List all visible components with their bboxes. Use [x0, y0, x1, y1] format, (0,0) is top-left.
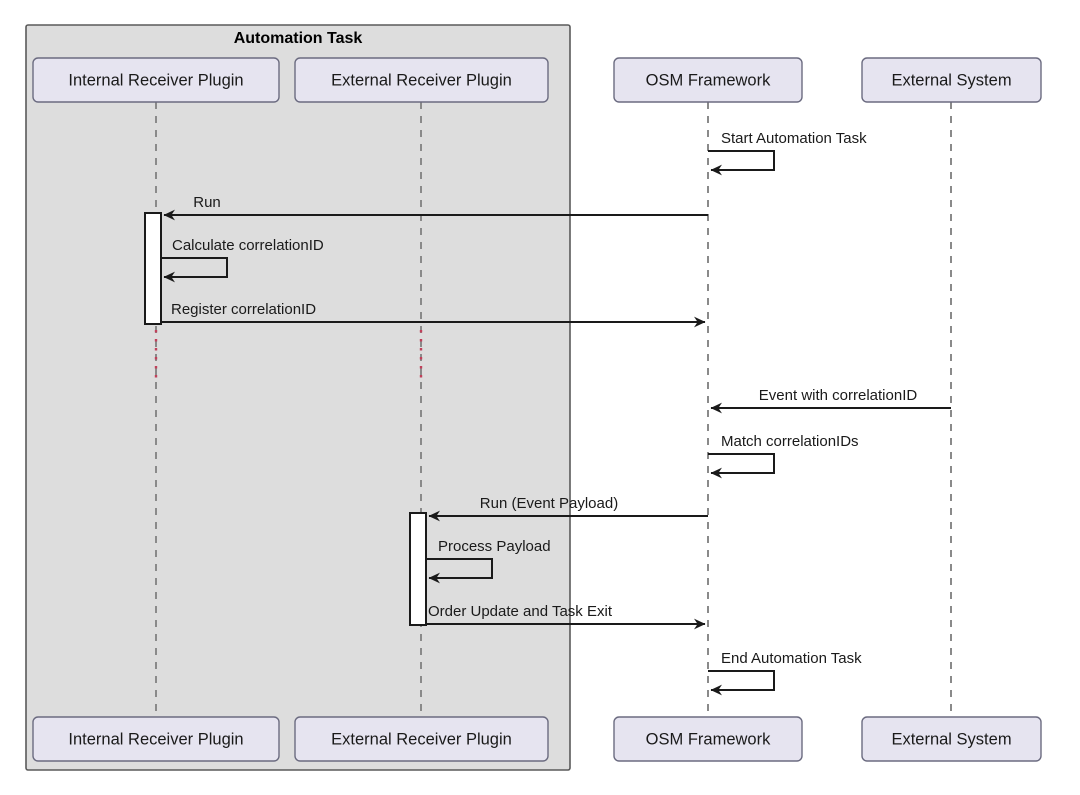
participant-box: [294, 716, 549, 762]
participant-header-osm-framework[interactable]: OSM Framework: [613, 57, 803, 103]
msg-order-update-and-task-exit[interactable]: Order Update and Task Exit: [426, 603, 706, 630]
participant-footer-osm-framework[interactable]: OSM Framework: [613, 716, 803, 762]
msg-process-payload[interactable]: Process Payload: [426, 538, 551, 584]
msg-start-automation-task-path: [708, 150, 775, 176]
participant-footer-internal-receiver-plugin[interactable]: Internal Receiver Plugin: [32, 716, 280, 762]
group-frame-automation-task: Automation Task: [25, 24, 571, 771]
participant-box: [613, 57, 803, 103]
msg-match-correlationids-label: Match correlationIDs: [721, 433, 859, 450]
msg-match-correlationids-path: [708, 453, 775, 479]
participant-label-osm-framework: OSM Framework: [646, 730, 771, 748]
participant-label-internal-receiver-plugin: Internal Receiver Plugin: [68, 730, 243, 748]
participant-box: [861, 57, 1042, 103]
msg-start-automation-task[interactable]: Start Automation Task: [708, 130, 867, 176]
participant-label-internal-receiver-plugin: Internal Receiver Plugin: [68, 71, 243, 89]
activation-internal: [144, 212, 162, 325]
msg-run-event-payload-label: Run (Event Payload): [480, 495, 618, 512]
participant-header-external-system[interactable]: External System: [861, 57, 1042, 103]
msg-event-with-correlationid-label: Event with correlationID: [759, 387, 918, 404]
participant-label-external-receiver-plugin: External Receiver Plugin: [331, 71, 512, 89]
participant-label-external-system: External System: [891, 71, 1011, 89]
msg-process-payload-path: [426, 558, 493, 584]
participant-label-external-receiver-plugin: External Receiver Plugin: [331, 730, 512, 748]
participant-header-external-receiver-plugin[interactable]: External Receiver Plugin: [294, 57, 549, 103]
participant-box: [32, 716, 280, 762]
msg-calculate-correlationid-path: [161, 257, 228, 283]
msg-match-correlationids[interactable]: Match correlationIDs: [708, 433, 859, 479]
participant-label-external-system: External System: [891, 730, 1011, 748]
msg-run[interactable]: Run: [163, 194, 708, 221]
msg-register-correlationid[interactable]: Register correlationID: [161, 301, 706, 328]
msg-order-update-and-task-exit-label: Order Update and Task Exit: [428, 603, 613, 620]
msg-start-automation-task-label: Start Automation Task: [721, 130, 867, 147]
participant-box: [32, 57, 280, 103]
msg-run-label: Run: [193, 194, 221, 211]
activation-external: [409, 512, 427, 626]
activation-bars-layer: [144, 212, 427, 626]
participant-box: [613, 716, 803, 762]
msg-process-payload-label: Process Payload: [438, 538, 551, 555]
participant-label-osm-framework: OSM Framework: [646, 71, 771, 89]
group-frame-title: Automation Task: [234, 30, 363, 47]
participant-footer-external-system[interactable]: External System: [861, 716, 1042, 762]
msg-run-event-payload[interactable]: Run (Event Payload): [428, 495, 708, 522]
msg-register-correlationid-label: Register correlationID: [171, 301, 316, 318]
msg-calculate-correlationid-label: Calculate correlationID: [172, 237, 324, 254]
participant-box: [294, 57, 549, 103]
msg-end-automation-task-label: End Automation Task: [721, 650, 862, 667]
msg-end-automation-task[interactable]: End Automation Task: [708, 650, 862, 696]
participant-header-internal-receiver-plugin[interactable]: Internal Receiver Plugin: [32, 57, 280, 103]
group-frame-rect: [25, 24, 571, 771]
msg-end-automation-task-path: [708, 670, 775, 696]
msg-calculate-correlationid[interactable]: Calculate correlationID: [161, 237, 324, 283]
participant-box: [861, 716, 1042, 762]
participant-footer-external-receiver-plugin[interactable]: External Receiver Plugin: [294, 716, 549, 762]
msg-event-with-correlationid[interactable]: Event with correlationID: [710, 387, 951, 414]
lifelines-layer: [155, 102, 952, 717]
